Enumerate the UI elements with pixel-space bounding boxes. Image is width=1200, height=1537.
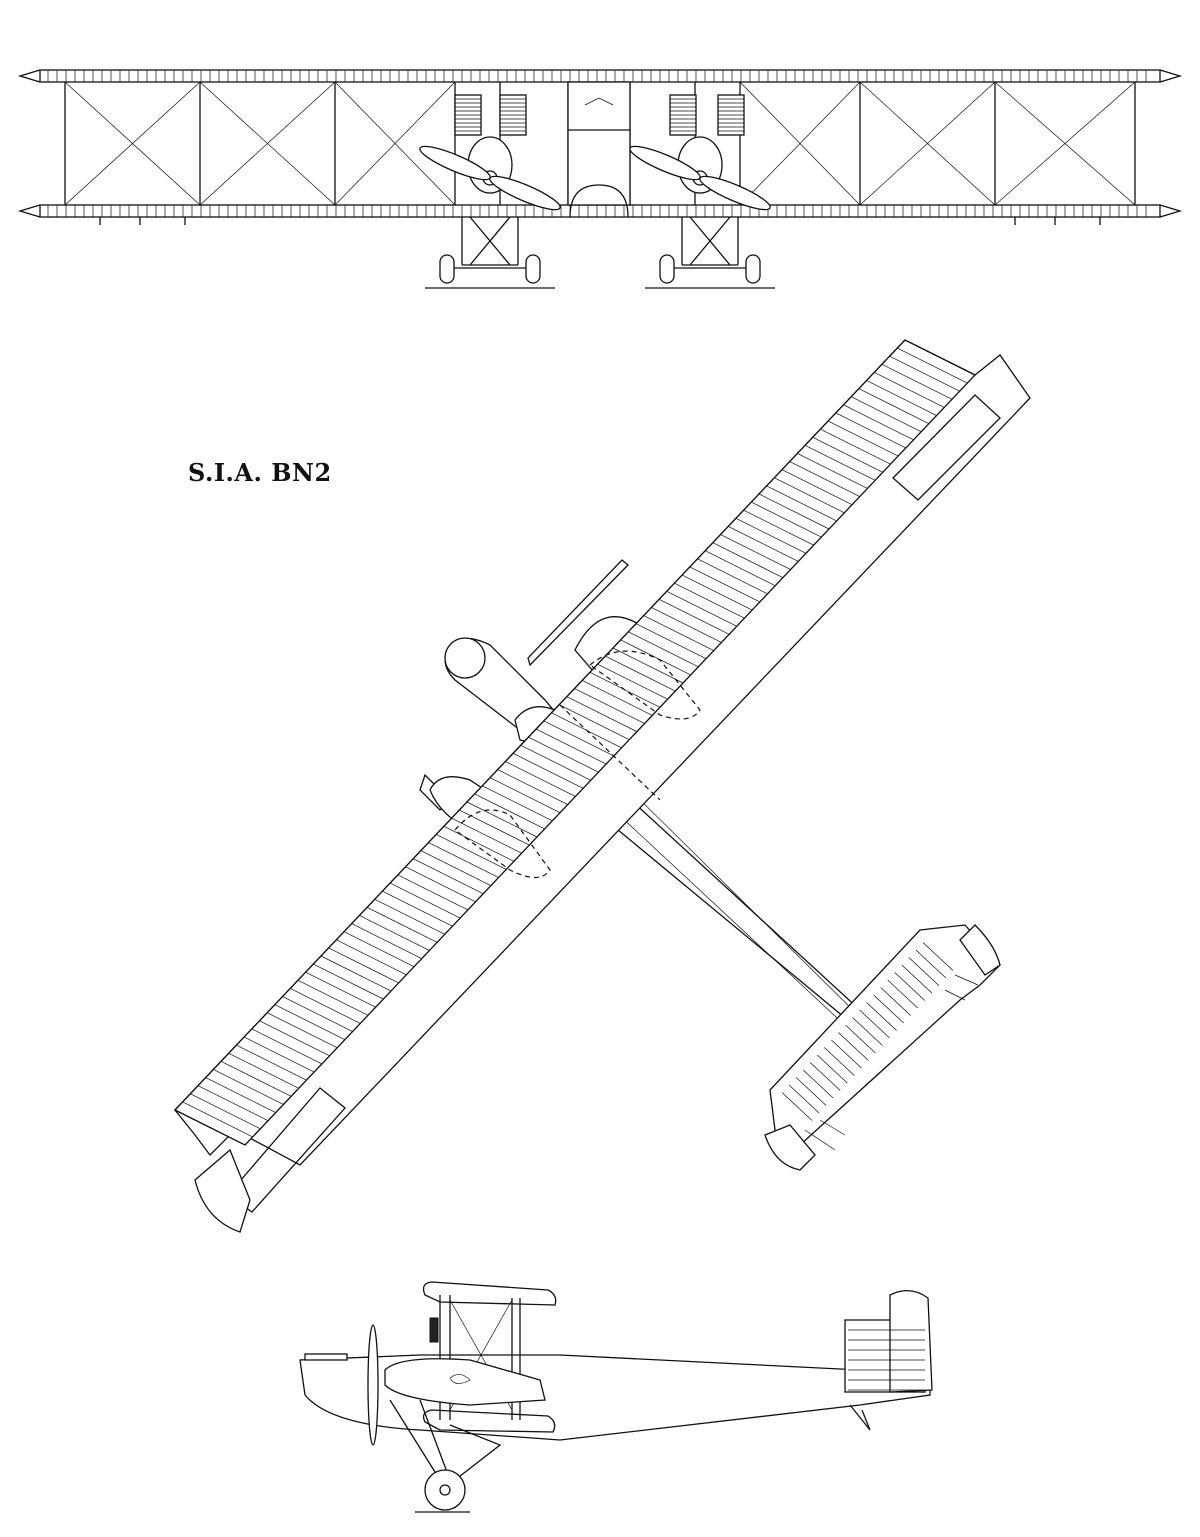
propeller-upper (527, 559, 629, 667)
upper-wing-front (39, 69, 1161, 83)
elevator-tip-right (959, 924, 1001, 976)
aircraft-title: S.I.A. BN2 (188, 458, 332, 487)
lower-wing-side (422, 1409, 556, 1433)
aileron-right (892, 394, 1001, 501)
upper-wing-side (422, 1281, 557, 1306)
right-undercarriage-front (659, 216, 761, 284)
rudder-side (889, 1290, 933, 1393)
front-view (17, 69, 1183, 289)
propeller-side (367, 1324, 379, 1446)
side-view (299, 1281, 933, 1513)
elevator-tip-left (764, 1124, 816, 1171)
left-engine-front (419, 136, 561, 211)
right-engine-front (629, 136, 771, 211)
tailplane-plan (769, 924, 1001, 1146)
central-nacelle-front (567, 81, 631, 206)
lower-wing-front (39, 204, 1161, 218)
plan-view (173, 339, 1031, 1233)
left-undercarriage-front (439, 216, 541, 284)
